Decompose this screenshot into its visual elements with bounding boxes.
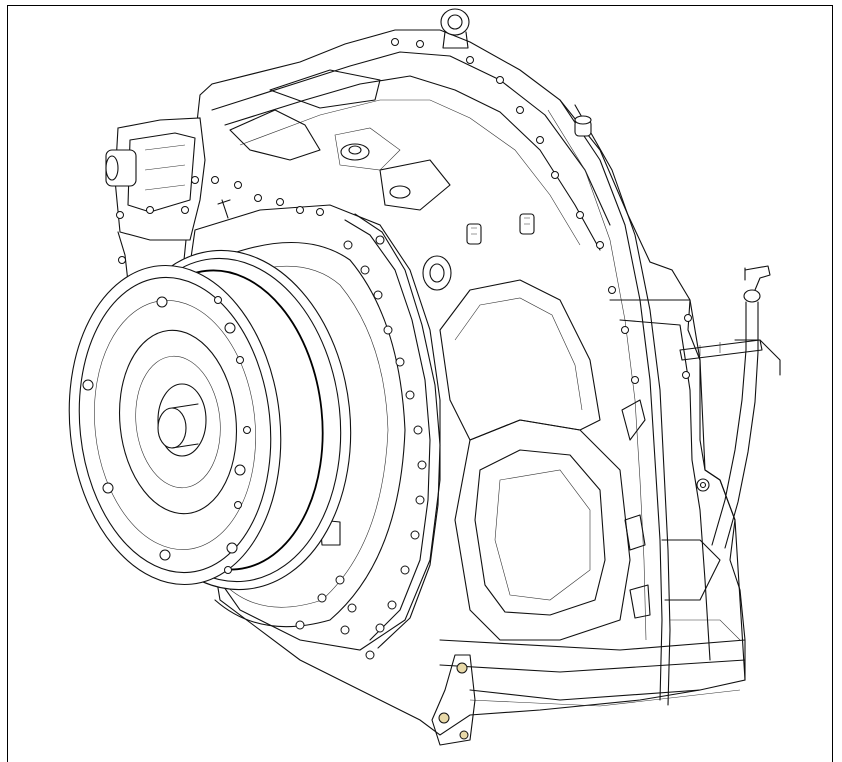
- torque-converter: [68, 249, 352, 591]
- drawing-frame: [7, 5, 833, 762]
- flange-bolts: [116, 38, 692, 660]
- sensors-fittings: [217, 8, 710, 492]
- dipstick-tube: [679, 265, 781, 549]
